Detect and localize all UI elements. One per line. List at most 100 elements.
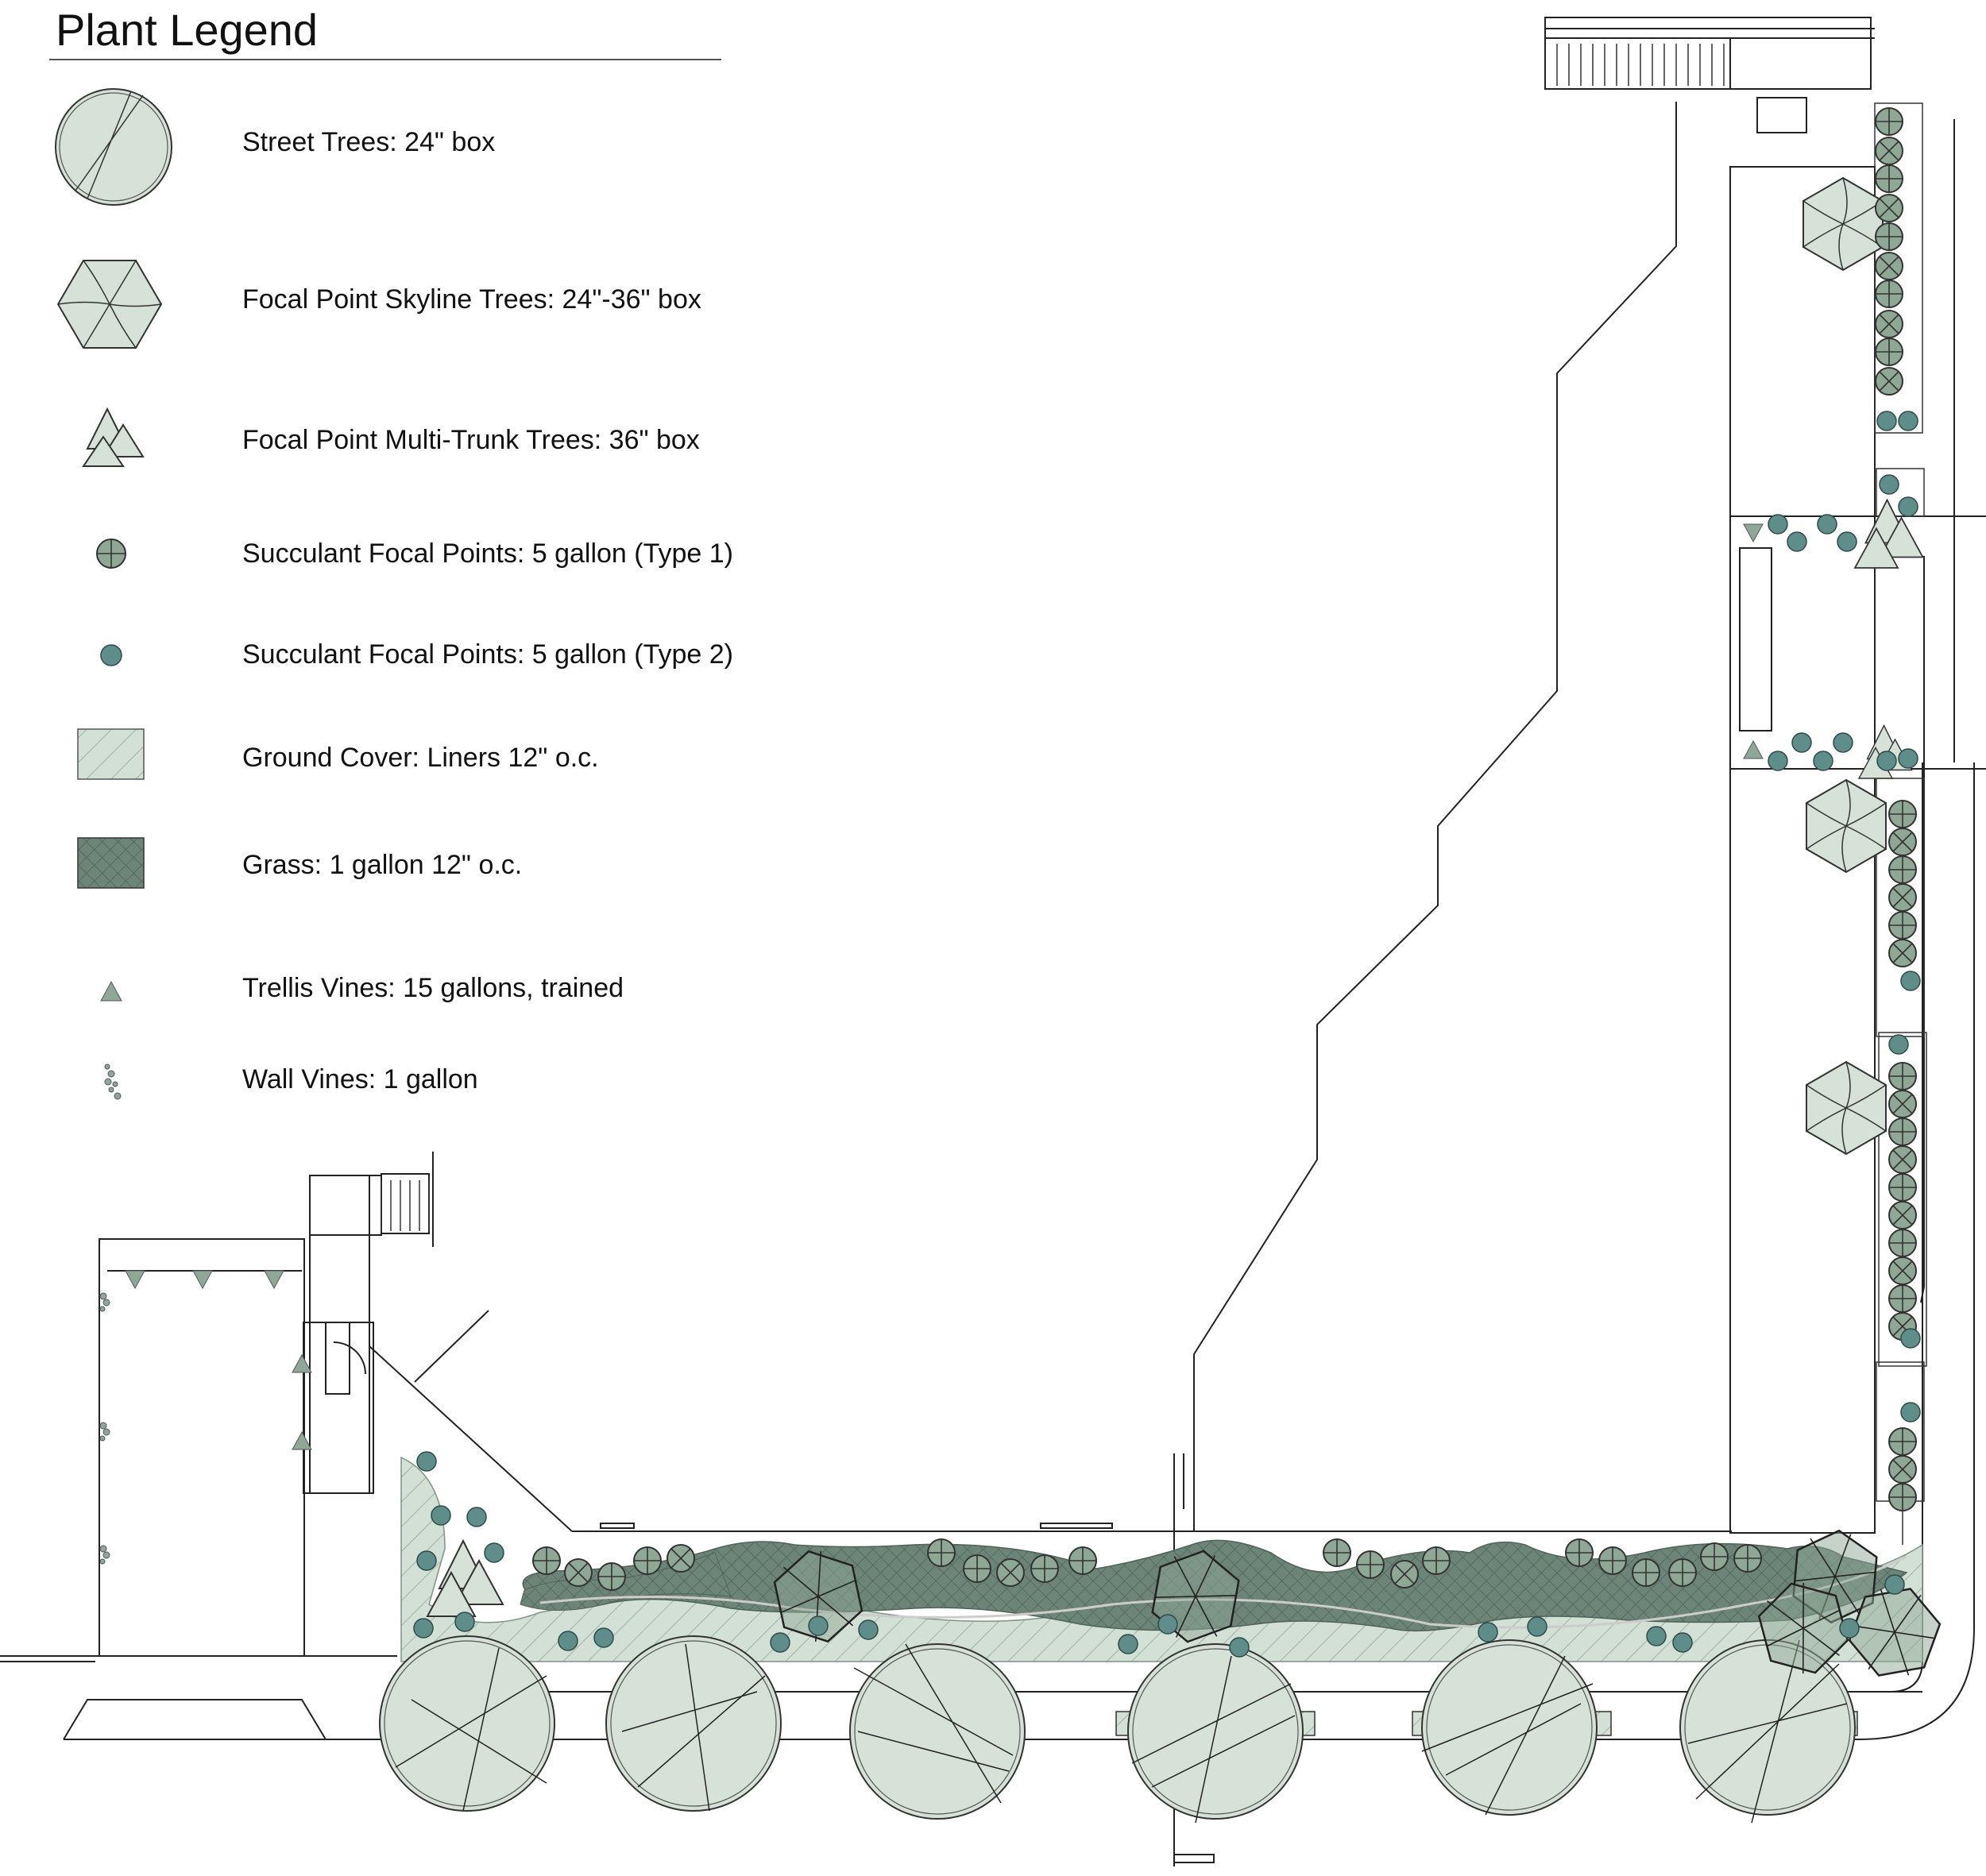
succulent-type1	[1323, 1538, 1351, 1567]
succulent-type2	[1876, 411, 1897, 431]
street-tree-group	[379, 1635, 1856, 1824]
succulent-type2-group	[413, 411, 1921, 1658]
succulent-type1	[532, 1546, 561, 1575]
succulent-type1	[1888, 939, 1917, 967]
trellis-vine	[125, 1270, 145, 1289]
legend-divider	[49, 59, 721, 60]
succulent-type2	[770, 1632, 790, 1653]
succulent-type2	[1817, 514, 1837, 535]
succulent-type2	[484, 1542, 504, 1563]
legend-succulent-type1-icon	[96, 538, 126, 569]
succulent-type1	[1888, 883, 1917, 912]
legend-ground-cover-swatch	[77, 728, 145, 780]
succulent-type2	[1229, 1637, 1250, 1658]
succulent-type1	[927, 1538, 956, 1567]
succulent-type2	[1833, 732, 1853, 753]
succulent-type1	[1888, 1201, 1917, 1229]
succulent-type2	[1839, 1618, 1860, 1639]
legend-label-street-tree: Street Trees: 24" box	[242, 127, 496, 157]
street-tree	[1127, 1643, 1304, 1824]
legend-title: Plant Legend	[56, 5, 319, 55]
succulent-type1	[1888, 1427, 1917, 1456]
legend-label-trellis-vine: Trellis Vines: 15 gallons, trained	[242, 973, 624, 1003]
succulent-type2	[1888, 1034, 1909, 1055]
east-planter-strip	[1874, 102, 1927, 1502]
succulent-type1	[1390, 1560, 1419, 1588]
succulent-type1	[1875, 338, 1903, 366]
succulent-type2	[1768, 751, 1788, 771]
succulent-type2	[1672, 1632, 1693, 1653]
succulent-type1	[1888, 1117, 1917, 1146]
trellis-vine	[292, 1354, 312, 1373]
legend-multi-trunk-icon	[82, 407, 145, 467]
street-tree	[1421, 1639, 1598, 1816]
succulent-type2	[1876, 751, 1897, 771]
succulent-type1	[1875, 367, 1903, 396]
succulent-type1	[1875, 222, 1903, 251]
succulent-type1	[1888, 1090, 1917, 1118]
trellis-vine	[264, 1270, 284, 1289]
succulent-type2	[1884, 1574, 1905, 1595]
succulent-type1	[1888, 1483, 1917, 1511]
succulent-type1	[1875, 252, 1903, 280]
succulent-type2	[416, 1550, 437, 1571]
succulent-type1	[1356, 1550, 1385, 1579]
succulent-type1	[1888, 911, 1917, 940]
succulent-type1	[1700, 1542, 1729, 1571]
legend-label-ground-cover: Ground Cover: Liners 12" o.c.	[242, 743, 599, 773]
succulent-type1	[1875, 280, 1903, 308]
trellis-vine	[292, 1431, 312, 1450]
trellis-vine	[1743, 740, 1764, 759]
succulent-type1	[1888, 1284, 1917, 1313]
succulent-type1	[1598, 1546, 1627, 1575]
succulent-type1	[1875, 164, 1903, 193]
legend-label-succulent-type1: Succulant Focal Points: 5 gallon (Type 1…	[242, 538, 733, 569]
succulent-type2	[1478, 1622, 1498, 1642]
succulent-type1	[1565, 1538, 1594, 1567]
succulent-type2	[808, 1615, 829, 1636]
succulent-type2	[1118, 1634, 1138, 1654]
street-tree	[1679, 1639, 1856, 1824]
succulent-type2	[454, 1612, 475, 1632]
legend-street-tree-icon	[55, 88, 172, 206]
succulent-type2	[858, 1619, 879, 1640]
succulent-type1	[1888, 1455, 1917, 1484]
legend-label-multi-trunk: Focal Point Multi-Trunk Trees: 36" box	[242, 425, 700, 455]
legend-trellis-vine-icon	[100, 980, 122, 1002]
street-tree	[605, 1635, 782, 1812]
succulent-type2	[1527, 1616, 1547, 1637]
legend-wall-vine-icon	[104, 1063, 122, 1100]
succulent-type1	[1422, 1546, 1451, 1575]
succulent-type2	[1157, 1614, 1178, 1635]
succulent-type2	[1898, 496, 1918, 517]
succulent-type2	[1791, 732, 1812, 753]
succulent-type1	[1068, 1546, 1097, 1575]
legend-label-grass: Grass: 1 gallon 12" o.c.	[242, 850, 523, 880]
succulent-type1	[1888, 1062, 1917, 1090]
succulent-type2	[1813, 751, 1833, 771]
succulent-type1	[633, 1546, 662, 1575]
succulent-type2	[1900, 971, 1921, 991]
succulent-type1	[1888, 800, 1917, 828]
succulent-type2	[558, 1631, 578, 1651]
legend-label-wall-vine: Wall Vines: 1 gallon	[242, 1064, 478, 1094]
succulent-type1	[963, 1554, 991, 1583]
succulent-type1	[1668, 1558, 1697, 1587]
succulent-type1	[1875, 107, 1903, 136]
succulent-type1	[1875, 310, 1903, 338]
succulent-type1	[1888, 1173, 1917, 1202]
succulent-type2	[1900, 1402, 1921, 1422]
succulent-type1	[597, 1562, 626, 1591]
succulent-type1	[667, 1544, 695, 1573]
street-tree	[379, 1635, 555, 1812]
legend-grass-swatch	[77, 837, 145, 889]
trellis-vine	[1743, 523, 1764, 542]
skyline-tree-group	[768, 177, 1949, 1690]
succulent-type2	[1768, 514, 1788, 535]
succulent-type1	[1733, 1544, 1762, 1573]
succulent-type1	[1632, 1558, 1660, 1587]
street-tree	[849, 1643, 1026, 1820]
succulent-type1-group	[532, 107, 1917, 1591]
succulent-type1	[1875, 194, 1903, 222]
succulent-type1	[1888, 1145, 1917, 1174]
